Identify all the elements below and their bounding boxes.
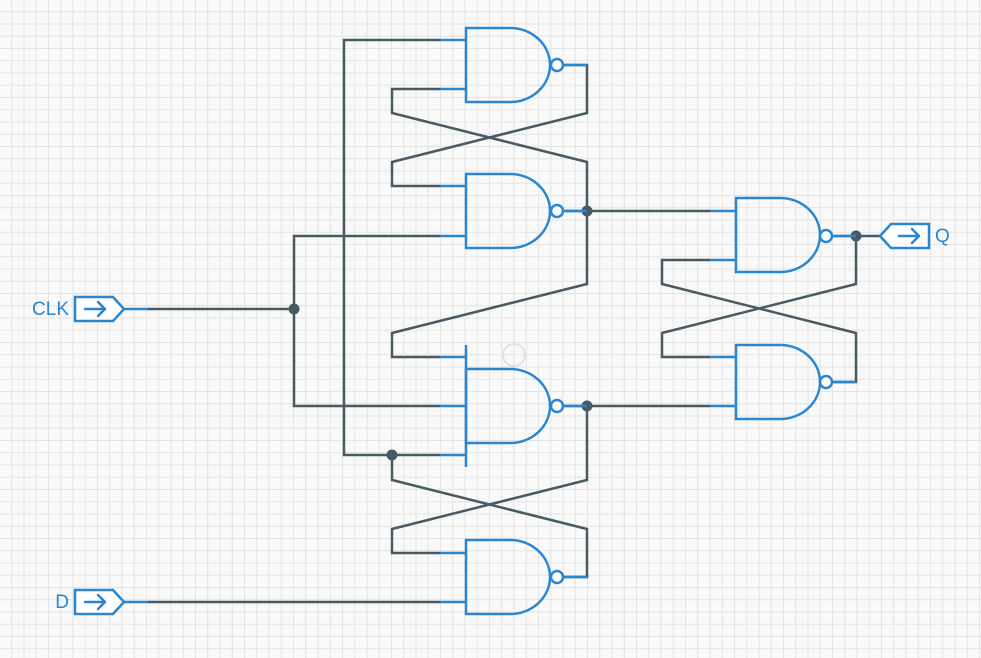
junction-gate4-out <box>386 449 398 461</box>
junction-clk <box>288 303 300 315</box>
nand-body <box>464 26 552 104</box>
output-bubble <box>818 228 834 244</box>
wire-gate6-feedback[interactable] <box>660 258 858 384</box>
q-label: Q <box>935 226 950 247</box>
arrow-right-icon <box>83 593 107 611</box>
clk-input-port[interactable]: CLK <box>32 295 148 323</box>
input-lead <box>440 184 466 238</box>
wire-gate2-out-cross[interactable] <box>390 87 589 211</box>
wire-gate3-to-gate4[interactable] <box>390 406 589 555</box>
wire-gate1-out-loop[interactable] <box>390 63 589 188</box>
output-bubble <box>818 374 834 390</box>
output-bubble <box>549 398 565 414</box>
nand-body <box>734 343 822 421</box>
wire-gate5-feedback[interactable] <box>660 236 858 359</box>
wire-clk-to-gate3[interactable] <box>292 309 440 408</box>
input-lead <box>440 38 466 91</box>
clk-label: CLK <box>32 299 69 320</box>
output-bubble <box>549 57 565 73</box>
wire-clk-to-gate2[interactable] <box>292 234 440 309</box>
input-lead <box>710 355 736 408</box>
input-lead <box>710 209 736 262</box>
wires <box>148 38 880 604</box>
cursor-hover-ring <box>502 343 526 367</box>
nand-gate-5[interactable] <box>710 196 856 274</box>
input-lead <box>440 551 466 604</box>
input-lead <box>440 355 466 457</box>
nand-body <box>464 172 552 250</box>
d-label: D <box>55 592 69 613</box>
nand-body <box>734 196 822 274</box>
nand-body <box>464 538 552 616</box>
arrow-right-icon <box>83 300 107 318</box>
junctions <box>288 205 862 461</box>
nand-body <box>464 367 552 445</box>
wire-gate4-out-cross[interactable] <box>390 455 589 579</box>
output-bubble <box>549 203 565 219</box>
nand-gate-6[interactable] <box>710 343 856 421</box>
wire-gate2-to-gate3[interactable] <box>390 211 589 359</box>
nand-gate-4[interactable] <box>440 538 587 616</box>
nand-gate-1[interactable] <box>440 26 587 104</box>
q-output-port[interactable]: Q <box>878 222 950 250</box>
nand-gate-2[interactable] <box>440 172 587 250</box>
d-input-port[interactable]: D <box>55 588 148 616</box>
output-bubble <box>549 569 565 585</box>
arrow-right-icon <box>897 227 921 245</box>
nand-gate-3[interactable] <box>440 345 587 467</box>
